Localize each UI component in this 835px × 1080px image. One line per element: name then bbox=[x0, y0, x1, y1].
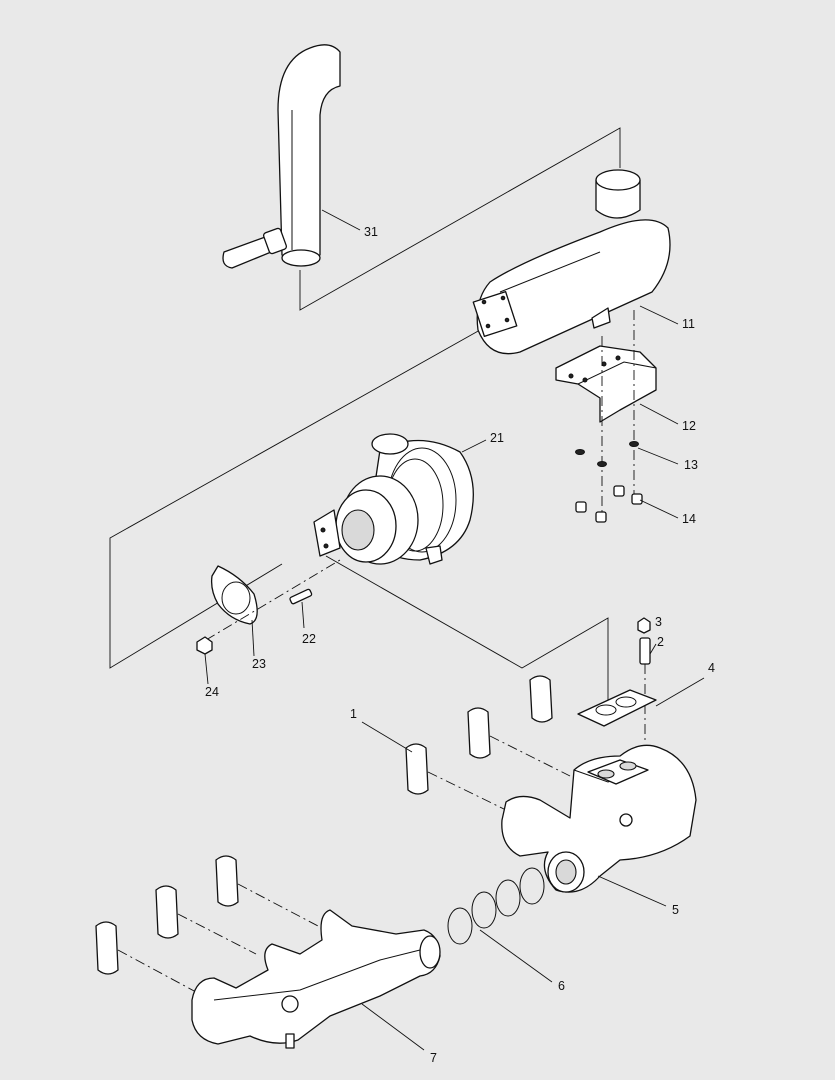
callout-leaders bbox=[204, 209, 705, 1051]
callout-24: 24 bbox=[205, 685, 219, 699]
exhaust-manifold-rear bbox=[191, 909, 441, 1049]
callout-13: 13 bbox=[684, 458, 698, 472]
callout-1: 1 bbox=[350, 707, 357, 721]
callout-labels: 31 11 12 13 14 21 22 23 24 3 2 4 1 5 6 7 bbox=[205, 225, 715, 1065]
washers-and-bolts bbox=[575, 310, 643, 523]
turbocharger bbox=[313, 433, 474, 565]
turbo-gasket bbox=[205, 559, 341, 641]
port-gaskets bbox=[95, 675, 571, 993]
assembly-lines bbox=[109, 127, 621, 710]
exhaust-manifold-front bbox=[501, 744, 697, 893]
callout-23: 23 bbox=[252, 657, 266, 671]
callout-6: 6 bbox=[558, 979, 565, 993]
callout-22: 22 bbox=[302, 632, 316, 646]
callout-7: 7 bbox=[430, 1051, 437, 1065]
callout-4: 4 bbox=[708, 661, 715, 675]
callout-21: 21 bbox=[490, 431, 504, 445]
manifold-stud bbox=[637, 617, 651, 740]
stud-and-nut bbox=[196, 588, 313, 655]
muffler-bracket bbox=[555, 345, 657, 423]
callout-11: 11 bbox=[682, 317, 695, 331]
seal-rings bbox=[447, 867, 545, 945]
callout-3: 3 bbox=[655, 615, 662, 629]
muffler bbox=[472, 169, 671, 355]
callout-31: 31 bbox=[364, 225, 378, 239]
turbo-flange-gasket bbox=[577, 689, 657, 727]
callout-2: 2 bbox=[657, 635, 664, 649]
exhaust-stack-pipe bbox=[222, 44, 341, 269]
callout-14: 14 bbox=[682, 512, 696, 526]
callout-5: 5 bbox=[672, 903, 679, 917]
callout-12: 12 bbox=[682, 419, 696, 433]
